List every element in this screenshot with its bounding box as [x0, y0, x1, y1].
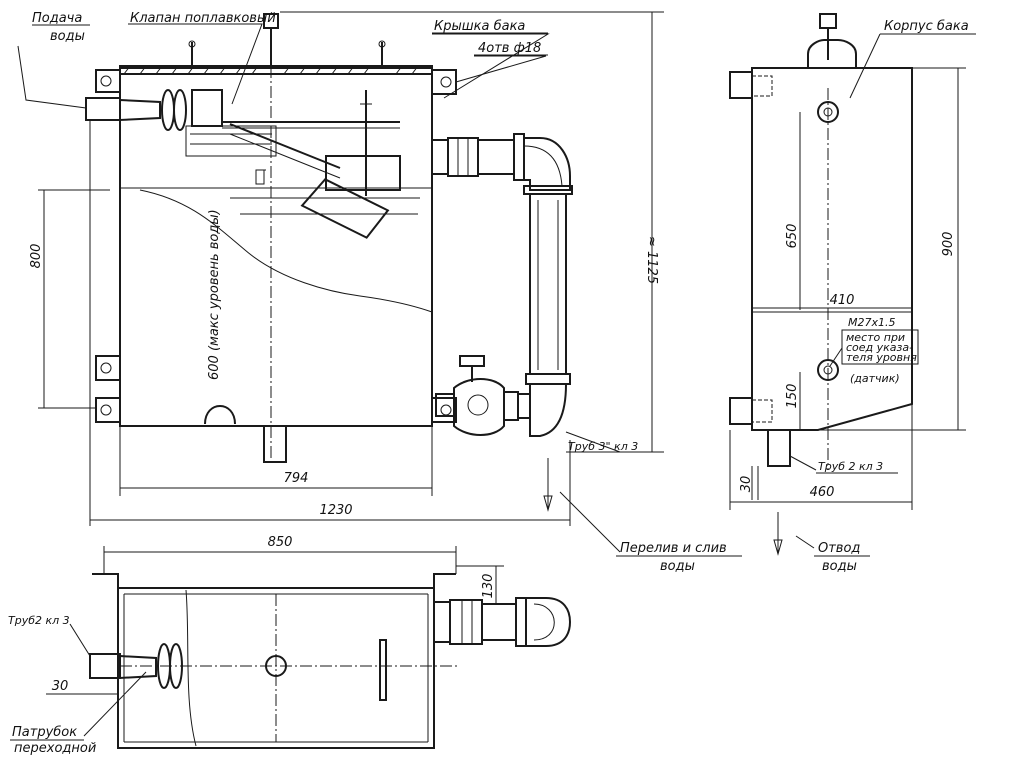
- pipe2-side-label: Труб 2 кл 3: [818, 460, 883, 473]
- pipe2-plan-label: Труб2 кл 3: [8, 614, 70, 627]
- front-view: 800 ≈ 1125 794 1230 600 (макс уровень во…: [17, 11, 742, 574]
- side-tank-body: [751, 67, 913, 431]
- water-supply-label: Подача: [32, 11, 82, 26]
- bottom-outlet-dome: [204, 405, 236, 425]
- plan-drain-hole: [265, 655, 287, 677]
- dim-460: 460: [810, 485, 835, 500]
- gate-valve-body: [453, 378, 505, 436]
- dim-900: 900: [941, 232, 956, 257]
- indicator-label-1: место при: [846, 331, 905, 344]
- nozzle-label-2: переходной: [14, 741, 96, 756]
- gate-valve-handwheel: [459, 355, 485, 367]
- water-supply-label-2: воды: [50, 29, 85, 44]
- float-valve-body: [191, 89, 223, 127]
- overflow-label: Перелив и слив: [620, 541, 727, 556]
- bracket-mid-left: [95, 355, 121, 381]
- plan-tank-body: [117, 587, 435, 749]
- pipe-elbow: [523, 137, 571, 191]
- dim-800: 800: [29, 244, 44, 269]
- max-water-level-label: 600 (макс уровень воды): [207, 209, 222, 380]
- outlet-label: Отвод: [818, 541, 860, 556]
- dim-410: 410: [830, 293, 855, 308]
- plan-outlet-nut: [449, 599, 483, 645]
- side-coupling-flange: [431, 139, 449, 175]
- side-view: 650 900 410 150 30 460 Корпус бака M27x1…: [729, 13, 976, 574]
- side-inlet-stub: [729, 71, 753, 99]
- indicator-label-2: соед указа-: [846, 341, 913, 354]
- dim-30-side: 30: [739, 476, 754, 493]
- dim-850: 850: [268, 535, 293, 550]
- bracket-bottom-right: [431, 397, 457, 423]
- side-drain-pipe: [767, 429, 791, 467]
- cutaway-line: [139, 189, 433, 313]
- holes-label: 4отв ф18: [478, 41, 541, 56]
- plan-elbow: [525, 597, 572, 647]
- tank-body-label: Корпус бака: [884, 19, 969, 34]
- float-box-lowered: [300, 178, 390, 239]
- bracket-bottom-left: [95, 397, 121, 423]
- lower-tee: [529, 383, 568, 437]
- lid-hatching: [123, 65, 419, 75]
- dim-130: 130: [481, 574, 496, 599]
- outlet-label-2: воды: [822, 559, 857, 574]
- inlet-flange-1: [161, 89, 175, 131]
- side-breather-cap: [819, 13, 837, 29]
- overflow-label-2: воды: [660, 559, 695, 574]
- dim-30-plan: 30: [52, 679, 69, 694]
- thread-label: M27x1.5: [848, 316, 896, 329]
- vertical-overflow-pipe: [529, 193, 567, 375]
- dim-150: 150: [785, 384, 800, 409]
- side-coupling-nut: [447, 137, 479, 177]
- inlet-pipe: [85, 97, 121, 121]
- dim-1125: ≈ 1125: [644, 236, 659, 284]
- float-valve-label: Клапан поплавковый: [130, 11, 276, 26]
- bracket-top-right: [431, 69, 457, 95]
- bracket-top-left: [95, 69, 121, 93]
- tank-lid-label: Крышка бака: [434, 19, 525, 34]
- plan-outlet-flange: [433, 601, 451, 643]
- float-box: [325, 155, 401, 191]
- inlet-flange-2: [173, 89, 187, 131]
- side-upper-port: [817, 101, 839, 123]
- side-top-bracket: [807, 39, 857, 68]
- plan-inlet-pipe: [89, 653, 121, 679]
- plan-top-edge: [92, 573, 456, 589]
- dim-794: 794: [284, 471, 309, 486]
- pipe3-label: Труб 3" кл 3: [568, 440, 638, 453]
- side-outlet-stub: [729, 397, 753, 425]
- nozzle-label: Патрубок: [12, 725, 77, 740]
- sensor-label: (датчик): [850, 372, 900, 385]
- plan-float-plate: [379, 639, 387, 701]
- dim-1230: 1230: [319, 503, 352, 518]
- bottom-drain-pipe: [263, 425, 287, 463]
- plan-view: 850 130 30 Труб2 кл 3 Патрубок переходно…: [8, 535, 572, 756]
- side-pipe-stub: [477, 139, 515, 175]
- dim-650: 650: [785, 224, 800, 249]
- indicator-label-3: теля уровня: [846, 351, 917, 364]
